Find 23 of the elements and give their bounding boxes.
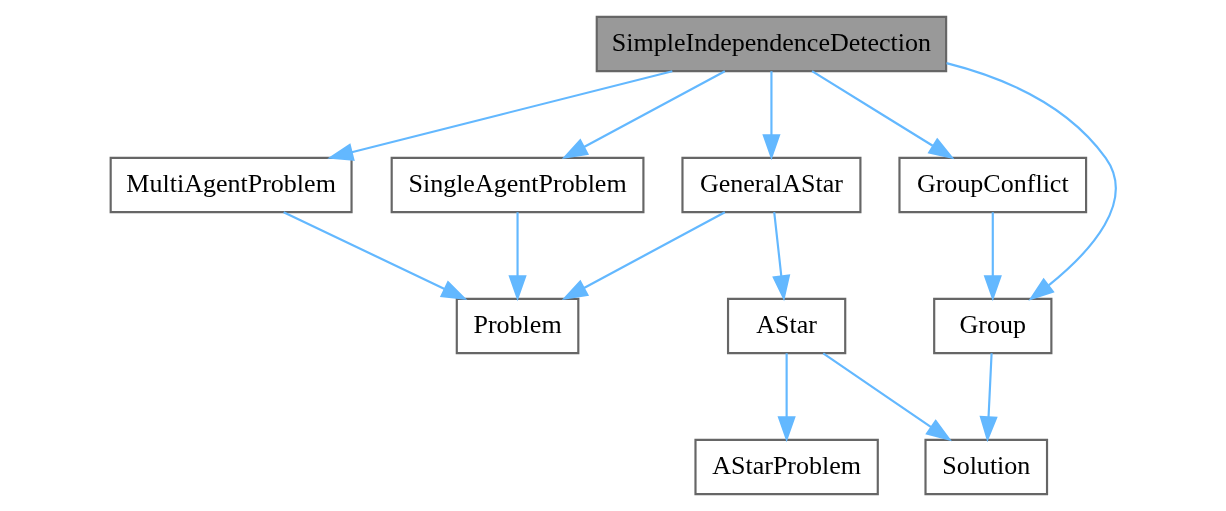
arrow <box>771 212 790 302</box>
node-box: SingleAgentProblem <box>390 156 644 214</box>
arrow <box>822 352 952 442</box>
arrow <box>945 62 1117 301</box>
arrow <box>561 211 725 301</box>
arrow <box>983 212 1002 302</box>
node-box: AStarProblem <box>693 438 879 496</box>
node-box: Group <box>932 297 1052 355</box>
arrow <box>561 70 725 159</box>
arrow <box>282 211 467 300</box>
node-box: GroupConflict <box>897 156 1087 214</box>
node-box: Problem <box>455 297 579 355</box>
arrow <box>507 212 527 302</box>
node-box: AStar <box>726 297 846 355</box>
node-box: MultiAgentProblem <box>109 156 353 214</box>
arrow <box>761 71 781 161</box>
arrow <box>777 353 796 443</box>
arrow <box>810 70 954 160</box>
arrow <box>326 70 673 161</box>
arrow <box>979 353 998 443</box>
node-box: SimpleIndependenceDetection <box>595 15 947 73</box>
node-box: GeneralAStar <box>680 156 861 214</box>
node-box: Solution <box>923 438 1048 496</box>
